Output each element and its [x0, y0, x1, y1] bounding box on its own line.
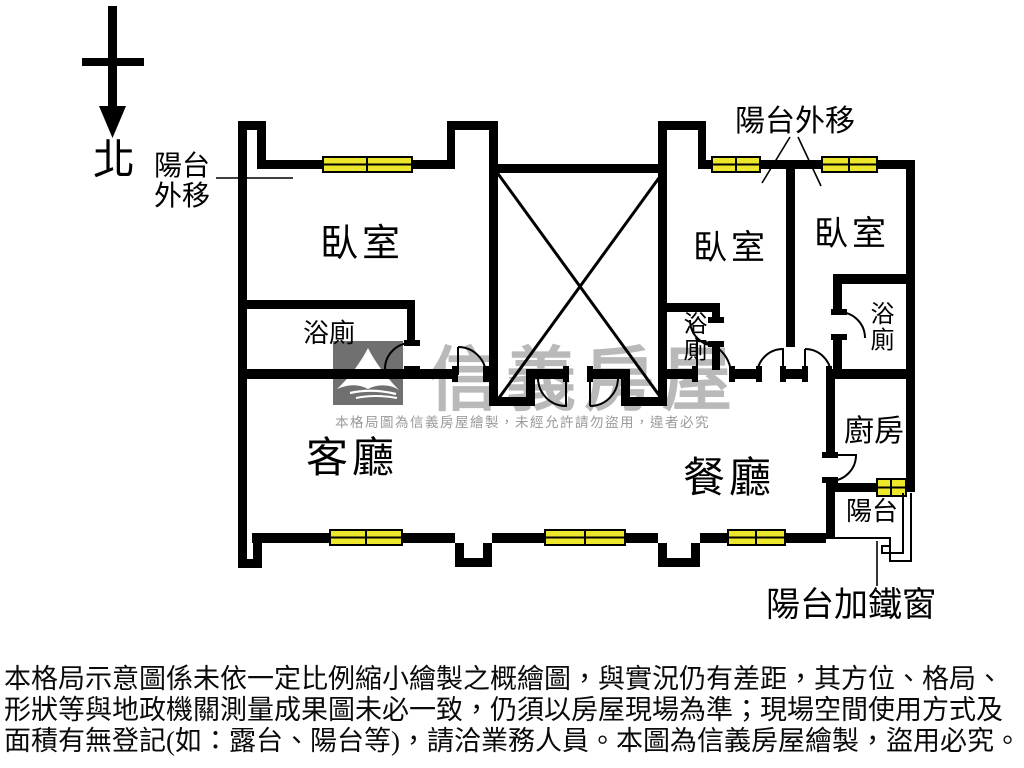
balcony-label: 陽台 [846, 497, 898, 526]
vestibule-door-left-arc [756, 347, 784, 376]
vestibule-door-right-arc [804, 348, 832, 376]
leader-lines [216, 136, 878, 586]
window-top-left [322, 156, 413, 173]
bath-middle-door-arc [689, 319, 717, 347]
north-label: 北 [93, 138, 135, 184]
window-bottom-middle [544, 529, 626, 546]
window-kitchen-balcony [876, 478, 907, 497]
door-arcs [384, 311, 866, 482]
dining-room-label: 餐廳 [683, 455, 775, 502]
windows [322, 156, 907, 546]
entry-door-right-arc [589, 377, 619, 407]
stair-shaft-cross [494, 170, 666, 403]
disclaimer-text: 本格局示意圖係未依一定比例縮小繪製之概繪圖，與實況仍有差距，其方位、格局、 形狀… [4, 664, 1022, 757]
window-bottom-left [329, 529, 403, 546]
bedroom-right-label: 臥室 [814, 215, 890, 253]
entry-door-left-arc [537, 377, 567, 408]
window-bottom-right [727, 529, 786, 546]
balcony-out-left-label-line2: 外移 [154, 180, 210, 212]
bath-left-label: 浴廁 [303, 319, 355, 348]
window-top-right [821, 156, 878, 173]
window-top-middle [711, 156, 761, 173]
annotation-labels: 陽台 外移 陽台外移 陽台加鐵窗 [154, 105, 936, 624]
disclaimer-line-2: 形狀等與地政機關測量成果圖未必一致，仍須以房屋現場為準；現場空間使用方式及 [4, 695, 1003, 725]
balcony-out-right-leader-1 [761, 136, 791, 184]
bedroom-left-label: 臥室 [320, 223, 404, 265]
walls [238, 121, 915, 568]
kitchen-door-arc [829, 454, 858, 482]
bedroom-middle-label: 臥室 [693, 229, 769, 267]
living-room-label: 客廳 [306, 435, 398, 482]
hall-door-arc [457, 346, 487, 376]
balcony-out-right-label: 陽台外移 [735, 105, 855, 138]
balcony-iron-window-label: 陽台加鐵窗 [766, 586, 936, 624]
iron-window-outline [835, 493, 912, 562]
disclaimer-line-1: 本格局示意圖係未依一定比例縮小繪製之概繪圖，與實況仍有差距，其方位、格局、 [4, 664, 1003, 694]
bath-left-door-arc [384, 342, 412, 370]
kitchen-label: 廚房 [844, 415, 904, 448]
bath-middle-label: 浴廁 [679, 311, 707, 363]
bath-right-label: 浴廁 [866, 301, 894, 353]
bath-right-door-arc [838, 311, 866, 339]
balcony-out-right-leader-2 [797, 136, 822, 187]
balcony-out-left-label-line1: 陽台 [154, 150, 210, 182]
north-arrow-icon [82, 6, 144, 138]
room-labels: 臥室 臥室 臥室 浴廁 浴廁 浴廁 客廳 餐廳 廚房 陽台 [303, 215, 904, 526]
disclaimer-line-3: 面積有無登記(如：露台、陽台等)，請洽業務人員。本圖為信義房屋繪製，盜用必究。 [4, 726, 1021, 756]
floor-plan: 信義房屋 本格局圖為信義房屋繪製，未經允許請勿盜用，違者必究 北 [82, 6, 936, 624]
watermark-notice: 本格局圖為信義房屋繪製，未經允許請勿盜用，違者必究 [335, 414, 710, 430]
